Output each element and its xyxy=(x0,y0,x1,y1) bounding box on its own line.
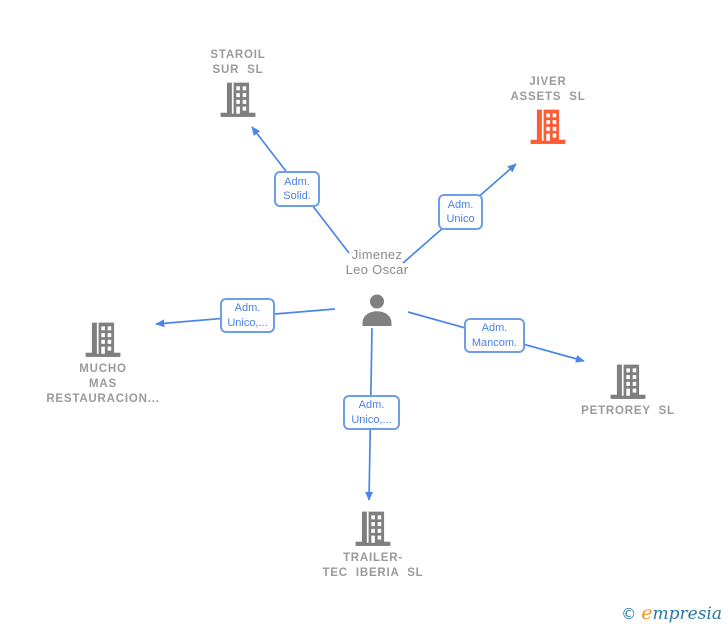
edge-label-line: Solid. xyxy=(283,190,311,202)
company-node-staroil[interactable]: STAROIL SUR SL xyxy=(178,48,298,118)
brand-wordmark: empresia xyxy=(641,602,722,624)
edge-label-line: Adm. xyxy=(284,175,310,188)
edge-label-adm-mancom: Adm. Mancom. xyxy=(464,318,525,353)
company-node-trailer-tec-iberia[interactable]: TRAILER- TEC IBERIA SL xyxy=(311,509,435,581)
company-node-mucho-mas-restauracion[interactable]: MUCHO MAS RESTAURACION... xyxy=(43,320,163,407)
building-icon[interactable] xyxy=(354,509,392,547)
person-name: Jimenez xyxy=(351,247,403,262)
edge-label-line: Adm. xyxy=(447,198,474,211)
person-node-jimenez-leo-oscar[interactable]: Jimenez Leo Oscar xyxy=(317,247,437,329)
edge-label-adm-solid: Adm. Solid. xyxy=(274,171,320,207)
edge-label-line: Mancom. xyxy=(471,336,518,349)
edge-label-line: Adm. xyxy=(358,399,385,411)
company-label: MAS xyxy=(89,378,117,390)
building-icon[interactable] xyxy=(84,320,122,358)
edge-label-line: Unico xyxy=(446,213,475,225)
building-icon-highlighted[interactable] xyxy=(529,107,567,145)
edge-label-adm-unico: Adm. Unico xyxy=(438,194,483,230)
person-icon[interactable] xyxy=(359,291,395,329)
company-label: TEC IBERIA SL xyxy=(322,567,424,579)
company-label: JIVER xyxy=(529,76,567,88)
empresia-logo[interactable]: © empresia xyxy=(621,602,722,624)
company-node-jiver[interactable]: JIVER ASSETS SL xyxy=(488,75,608,145)
company-label: MUCHO xyxy=(79,363,127,375)
person-name: Leo Oscar xyxy=(345,262,409,277)
company-label: SUR SL xyxy=(212,64,264,76)
company-label: RESTAURACION... xyxy=(46,393,160,405)
company-node-petrorey[interactable]: PETROREY SL xyxy=(563,362,693,419)
edge-label-adm-unico-left: Adm. Unico,... xyxy=(220,298,275,333)
edge-label-line: Unico,... xyxy=(227,316,268,329)
building-icon[interactable] xyxy=(609,362,647,400)
edge-label-line: Adm. xyxy=(234,302,261,314)
company-label: TRAILER- xyxy=(342,552,404,564)
building-icon[interactable] xyxy=(219,80,257,118)
company-label: PETROREY SL xyxy=(581,405,675,417)
brand-initial: e xyxy=(641,602,653,624)
edge-label-adm-unico-bottom: Adm. Unico,... xyxy=(343,395,400,430)
company-label: ASSETS SL xyxy=(510,91,586,103)
brand-rest: mpresia xyxy=(652,604,723,624)
copyright-symbol: © xyxy=(621,605,637,623)
edge-label-line: Unico,... xyxy=(351,413,392,426)
edge-label-line: Adm. xyxy=(481,322,508,334)
company-label: STAROIL xyxy=(210,49,266,61)
